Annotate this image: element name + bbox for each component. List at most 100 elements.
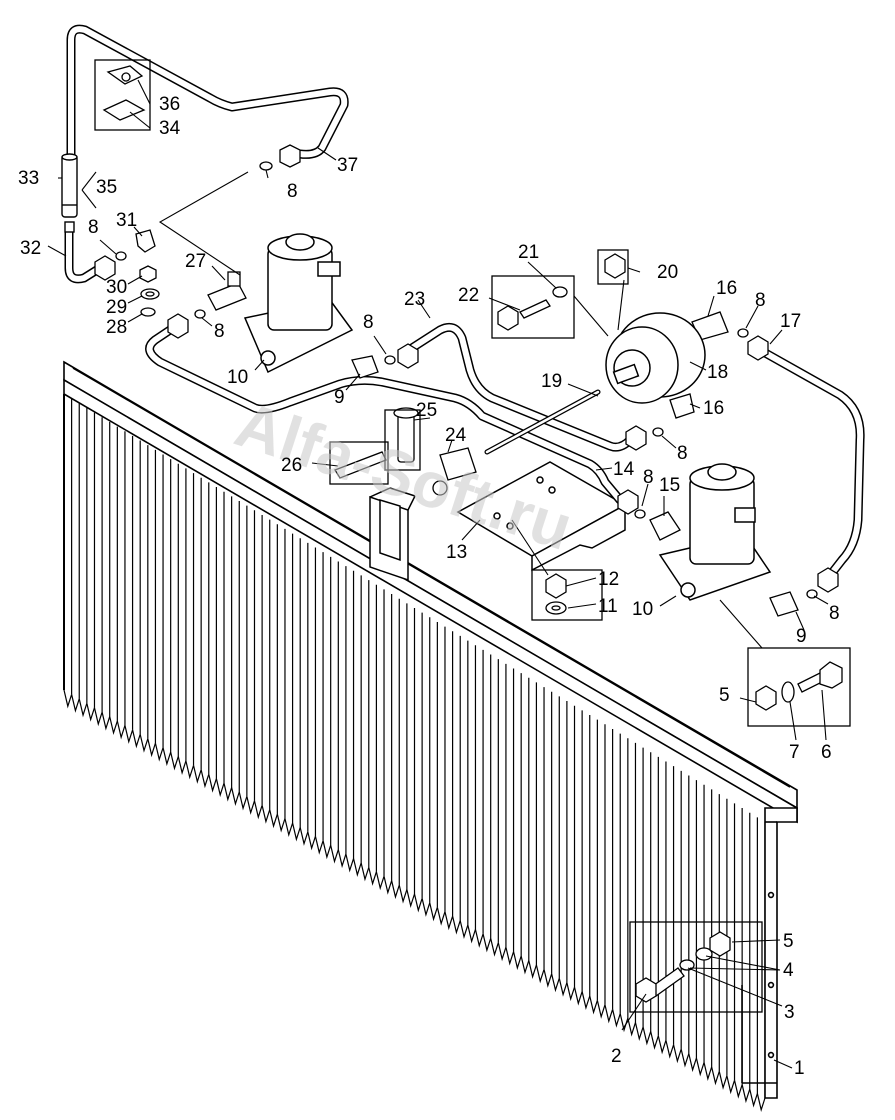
callout-8-valve-right: 8: [829, 603, 840, 624]
fin-tip: [634, 1022, 644, 1042]
pipe-section-33: [61, 153, 78, 233]
fin-tip: [505, 947, 515, 966]
fin-tip: [360, 862, 370, 882]
fin-tip: [665, 1040, 675, 1059]
callout-10-left: 10: [227, 367, 248, 388]
fin-tip: [170, 751, 179, 771]
fin-tip: [238, 791, 248, 811]
fin-tip: [231, 787, 240, 807]
fin-tip: [314, 836, 324, 855]
fin-tip: [528, 960, 537, 979]
fin-tip: [284, 818, 294, 838]
fin-tip: [726, 1075, 736, 1095]
fin-tip: [337, 849, 347, 869]
fin-tip: [680, 1049, 690, 1068]
callout-16-low: 16: [703, 398, 724, 419]
fin-tip: [558, 978, 568, 997]
fin-tip: [131, 729, 141, 749]
clamp-box-11-12: [531, 569, 603, 621]
callout-31: 31: [116, 210, 137, 231]
callout-22: 22: [458, 285, 479, 306]
callout-8-right: 8: [755, 290, 766, 311]
fin-tip: [688, 1053, 697, 1073]
fin-tip: [429, 902, 438, 922]
fin-tip: [307, 831, 317, 851]
callout-5-upper: 5: [719, 685, 730, 706]
pin-box-25-26: [329, 409, 421, 485]
fin-tip: [718, 1071, 728, 1090]
fin-tip: [375, 871, 385, 891]
callout-9-right: 9: [796, 626, 807, 647]
bolt-group-box-upper: [747, 647, 851, 727]
callout-4: 4: [783, 960, 794, 981]
fin-tip: [269, 809, 278, 829]
callout-23: 23: [404, 289, 425, 310]
fin-tip: [192, 765, 202, 784]
fin-tip: [589, 995, 598, 1015]
callout-9-left: 9: [334, 387, 345, 408]
fin-tip: [512, 951, 522, 971]
fin-tip: [208, 774, 217, 793]
callout-35: 35: [96, 177, 117, 198]
callout-15: 15: [659, 475, 680, 496]
top-rail: [63, 360, 798, 824]
fin-tip: [63, 689, 73, 709]
callout-2: 2: [611, 1046, 622, 1067]
fin-tip: [551, 973, 560, 993]
callout-28: 28: [106, 317, 127, 338]
fin-tip: [147, 738, 157, 758]
fin-tip: [116, 720, 126, 740]
fin-tip: [139, 734, 149, 753]
solenoid-valve-right: [658, 463, 772, 601]
fin-tip: [627, 1018, 637, 1037]
fin-tip: [619, 1013, 629, 1033]
callout-8-valve: 8: [214, 321, 225, 342]
fin-tip: [322, 840, 332, 860]
fin-tip: [612, 1009, 621, 1028]
callout-1: 1: [794, 1058, 805, 1079]
fin-tip: [520, 955, 530, 975]
fin-tip: [162, 747, 172, 767]
fin-tip: [452, 916, 461, 935]
fin-tip: [86, 703, 96, 722]
fin-tip: [596, 1000, 606, 1019]
fin-tip: [695, 1057, 705, 1077]
callout-3: 3: [784, 1002, 795, 1023]
fin-tip: [200, 769, 210, 789]
fin-tip: [330, 845, 339, 864]
callout-26: 26: [281, 455, 302, 476]
solenoid-valve-left: [243, 233, 354, 374]
fin-tip: [368, 867, 377, 886]
fin-tip: [299, 827, 309, 846]
callout-24: 24: [445, 425, 467, 446]
callout-14: 14: [613, 459, 635, 480]
callout-12: 12: [598, 569, 619, 590]
fin-tip: [566, 982, 576, 1002]
tubes: [64, 24, 865, 583]
callout-11: 11: [598, 596, 618, 617]
callout-29: 29: [106, 297, 127, 318]
fin-tip: [185, 760, 195, 780]
fin-tip: [703, 1062, 713, 1081]
fin-tip: [749, 1088, 758, 1108]
callout-34: 34: [159, 118, 181, 139]
callout-32: 32: [20, 238, 41, 259]
leader-lines: [47, 79, 829, 1069]
fin-tip: [604, 1004, 614, 1024]
callout-27: 27: [185, 251, 206, 272]
fin-tip: [642, 1026, 652, 1046]
bolt-box-21-22: [491, 275, 575, 339]
callout-19: 19: [541, 371, 562, 392]
callout-labels: 36 34 37 8 33 35 8 31 32 30 29 28 27 8 1…: [18, 94, 840, 1079]
fin-tip: [109, 716, 118, 736]
fin-tip: [124, 725, 134, 744]
fin-tip: [292, 822, 301, 842]
callout-8-left: 8: [88, 217, 99, 238]
callout-5-lower: 5: [783, 931, 794, 952]
callout-8-top: 8: [287, 181, 298, 202]
callout-21: 21: [518, 242, 539, 263]
nut-box-20: [597, 249, 629, 285]
callout-8-mid: 8: [363, 312, 374, 333]
